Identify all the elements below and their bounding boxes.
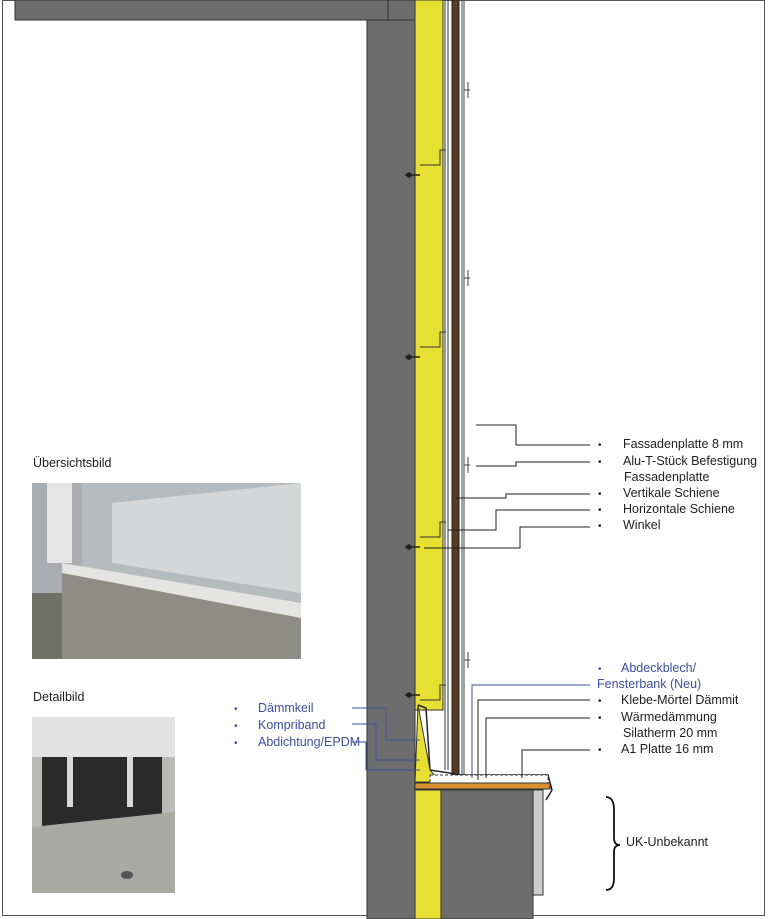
detail-caption: Detailbild [33, 690, 85, 704]
overview-photo [32, 483, 301, 659]
label-abdeckblech: Abdeckblech/ [621, 661, 697, 675]
label-fensterbank: Fensterbank (Neu) [597, 677, 702, 691]
label-fassadenplatte: Fassadenplatte [624, 470, 710, 484]
wall-anchors [405, 172, 420, 698]
lower-plate [532, 789, 544, 896]
label-kompriband: Kompriband [258, 718, 326, 732]
label-winkel: Winkel [623, 518, 661, 532]
label-silatherm: Silatherm 20 mm [623, 726, 718, 740]
bullet: • [598, 664, 602, 675]
label-abdichtung-epdm: Abdichtung/EPDM [258, 735, 361, 749]
label-fassadenplatte-8mm: Fassadenplatte 8 mm [623, 437, 744, 451]
bullet: • [234, 704, 238, 715]
roof-slab-edge [387, 0, 416, 21]
label-uk-unbekannt: UK-Unbekannt [626, 835, 708, 849]
bullet: • [234, 721, 238, 732]
label-waermedaemmung: Wärmedämmung [621, 710, 717, 724]
label-a1-platte: A1 Platte 16 mm [621, 742, 714, 756]
a1-plate [414, 782, 551, 790]
bullet: • [598, 489, 602, 500]
leader-lines-right [424, 424, 590, 780]
concrete-wall [366, 19, 416, 919]
bullet: • [598, 713, 602, 724]
brackets [420, 149, 446, 701]
bullet: • [598, 696, 602, 707]
leader-lines-left [352, 707, 420, 771]
lower-wall-block [440, 789, 534, 919]
label-daemmkeil: Dämmkeil [258, 701, 314, 715]
uk-brace [605, 796, 621, 891]
label-vertikale-schiene: Vertikale Schiene [623, 486, 720, 500]
bullet: • [598, 457, 602, 468]
facade-panel [451, 0, 460, 776]
insulation-layer [414, 0, 444, 711]
bullet: • [598, 745, 602, 756]
detail-photo [32, 717, 175, 893]
label-alu-t-stueck: Alu-T-Stück Befestigung [623, 454, 758, 468]
bullet: • [598, 440, 602, 451]
insulation-lower [414, 789, 442, 919]
leader-abdeckblech [471, 684, 590, 778]
bullet: • [598, 521, 602, 532]
bullet: • [234, 738, 238, 749]
silatherm-layer [429, 774, 549, 784]
overview-caption: Übersichtsbild [33, 456, 112, 470]
roof-slab [14, 0, 391, 21]
label-horizontale-schiene: Horizontale Schiene [623, 502, 735, 516]
t-fixings [464, 82, 470, 668]
label-klebe-moertel: Klebe-Mörtel Dämmit [621, 693, 739, 707]
bullet: • [598, 505, 602, 516]
